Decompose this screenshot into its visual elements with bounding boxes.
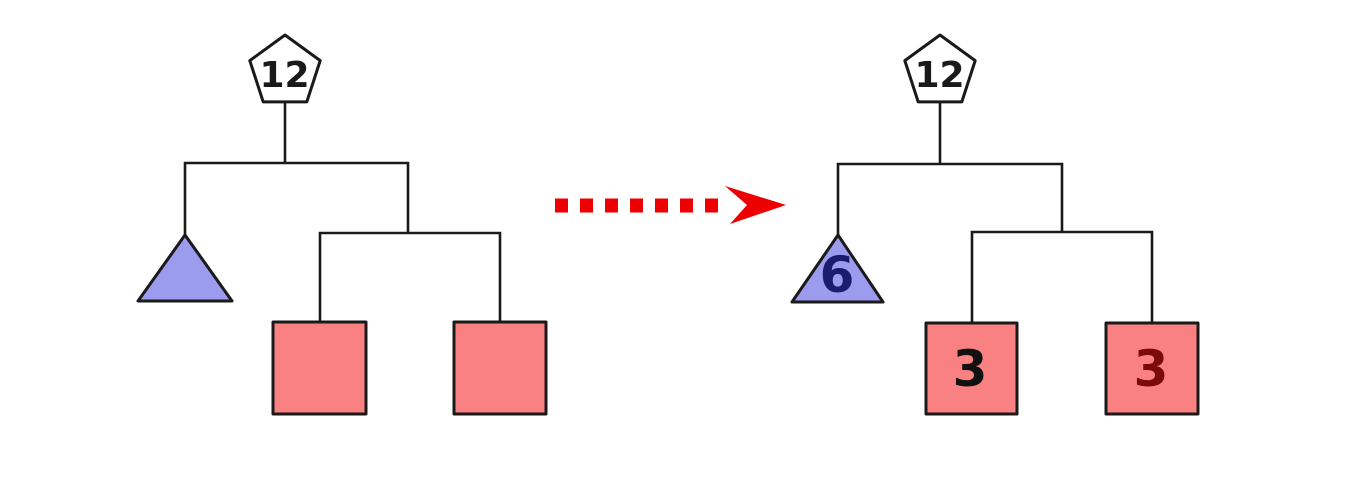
after-tree: 12 6 3 3 (790, 33, 1200, 416)
transform-arrow (555, 186, 786, 224)
after-square-1 (924, 321, 1019, 416)
before-square-2 (452, 320, 548, 416)
before-triangle (136, 233, 234, 303)
after-triangle-label: 6 (820, 246, 855, 304)
after-level2-branch (970, 230, 1154, 325)
after-root-pentagon (903, 33, 977, 104)
after-triangle (790, 233, 885, 304)
before-level1-branch (183, 161, 410, 235)
before-root-label: 12 (259, 55, 309, 96)
after-level1-branch (836, 162, 1064, 235)
before-root-pentagon (248, 33, 322, 104)
before-tree: 12 (136, 33, 548, 416)
arrow-head-icon (725, 186, 786, 224)
before-level2-branch (318, 231, 502, 324)
after-root-label: 12 (914, 55, 964, 96)
before-square-1 (271, 320, 368, 416)
after-square-2 (1104, 321, 1200, 416)
after-square-2-label: 3 (1134, 340, 1169, 398)
after-square-1-label: 3 (953, 340, 988, 398)
